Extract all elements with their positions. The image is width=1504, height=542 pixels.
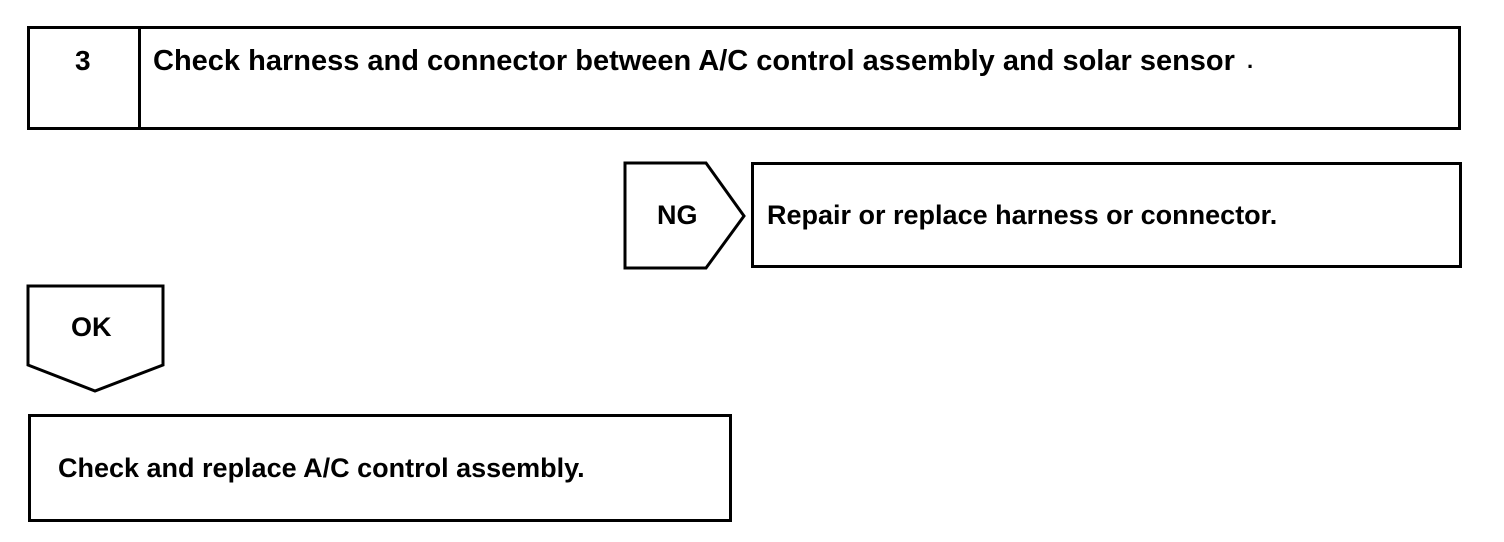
step-title: Check harness and connector between A/C … — [153, 47, 1253, 76]
step-title-text: Check harness and connector between A/C … — [153, 45, 1235, 77]
ok-label: OK — [71, 312, 112, 342]
ok-action-text: Check and replace A/C control assembly. — [58, 453, 585, 483]
ng-action-text: Repair or replace harness or connector. — [767, 200, 1278, 230]
step-title-trailing-mark: . — [1246, 48, 1254, 73]
ok-arrow-shape — [26, 284, 165, 393]
ng-arrow-shape — [623, 161, 746, 270]
ng-action-box — [751, 162, 1462, 268]
ok-action-box — [28, 414, 732, 522]
step-number-divider — [138, 26, 141, 130]
step-header-box — [27, 26, 1461, 130]
step-number: 3 — [75, 45, 91, 76]
ng-label: NG — [657, 200, 698, 230]
